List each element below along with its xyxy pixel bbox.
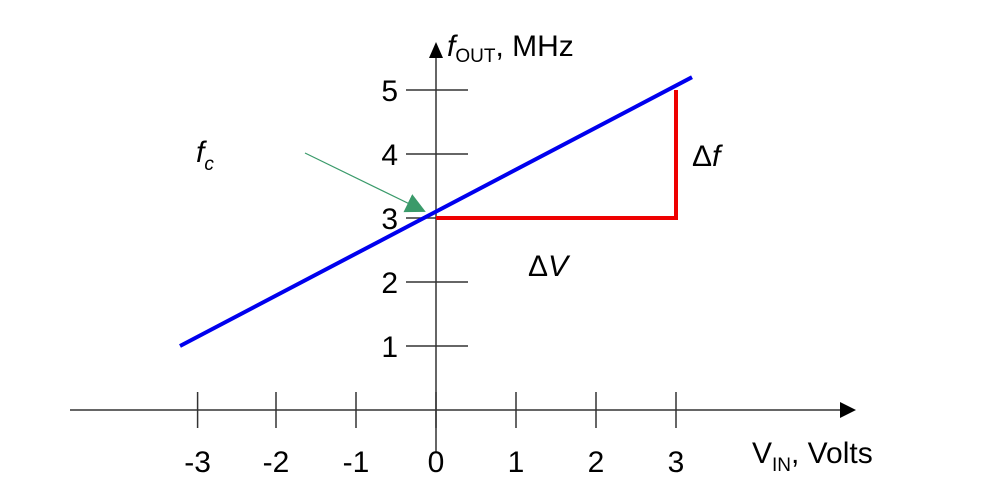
fc-label-main: f xyxy=(196,136,207,169)
transfer-line xyxy=(179,75,693,348)
fc-label-sub: c xyxy=(204,154,214,175)
y-tick-label: 2 xyxy=(381,267,398,300)
x-axis-label: VIN, Volts xyxy=(752,437,873,476)
x-axis-label-main: V xyxy=(752,437,772,470)
x-tick-label: -3 xyxy=(184,446,211,479)
x-tick-label: 0 xyxy=(428,446,445,479)
y-tick-label: 3 xyxy=(381,203,398,236)
y-tick-label: 1 xyxy=(381,331,398,364)
delta-v-label: ΔV xyxy=(528,250,571,283)
x-axis-arrowhead xyxy=(840,402,856,418)
delta-f-var: f xyxy=(712,140,723,173)
axes xyxy=(70,42,856,452)
x-tick-label: -1 xyxy=(343,446,370,479)
y-axis-label-rest: , MHz xyxy=(495,30,573,63)
fc-label: fc xyxy=(196,136,214,175)
x-tick-label: 1 xyxy=(508,446,525,479)
x-axis-label-sub: IN xyxy=(772,455,791,476)
x-axis-label-rest: , Volts xyxy=(791,437,873,470)
plot-area xyxy=(179,75,693,348)
fc-arrow xyxy=(304,152,426,213)
delta-triangle xyxy=(436,90,678,220)
y-axis-label-sub: OUT xyxy=(455,46,496,67)
y-tick-label: 5 xyxy=(381,75,398,108)
y-axis-arrowhead xyxy=(429,42,443,58)
y-tick-label: 4 xyxy=(381,139,398,172)
x-tick-label: 2 xyxy=(588,446,605,479)
x-tick-label: -2 xyxy=(263,446,290,479)
y-axis-label-main: f xyxy=(447,30,458,63)
y-axis-label: fOUT, MHz xyxy=(447,30,574,67)
delta-f-label: Δf xyxy=(692,140,723,173)
x-tick-label: 3 xyxy=(668,446,685,479)
delta-v-var: V xyxy=(548,250,571,283)
